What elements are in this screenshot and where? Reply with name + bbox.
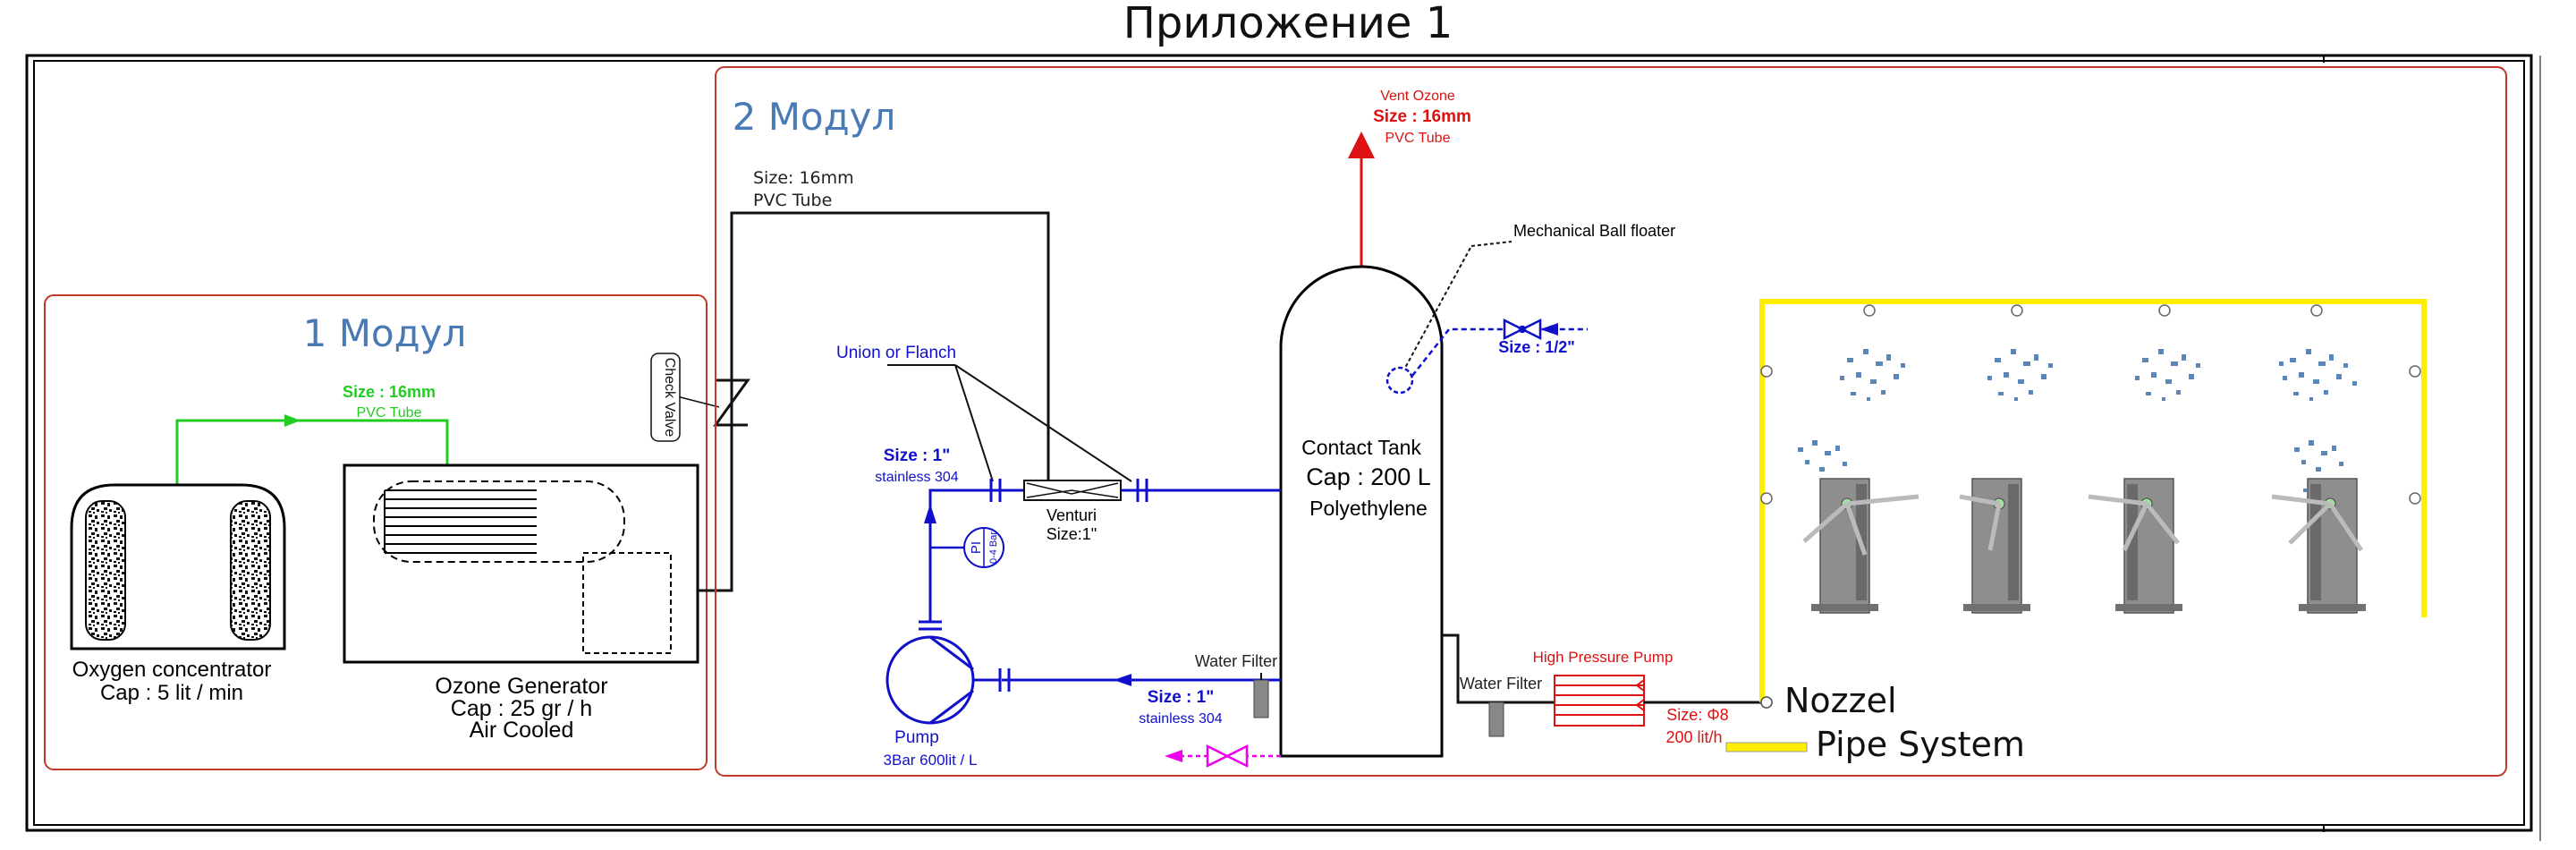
outer-frame xyxy=(25,54,2541,841)
module-1: 1 Модул Size : 16mm PVC Tube Oxygen conc… xyxy=(44,294,708,770)
vent-ozone-tube: PVC Tube xyxy=(1385,131,1451,146)
union-leader-2 xyxy=(954,364,1132,482)
oxygen-label: Oxygen concentrator xyxy=(72,658,272,682)
flanges xyxy=(919,479,1148,692)
legend-nozzel-label: Nozzel xyxy=(1784,681,1897,720)
ozone-cap: Cap : 25 gr / h xyxy=(451,696,592,721)
legend: Nozzel Pipe System xyxy=(1725,681,2025,764)
venturi xyxy=(1023,480,1122,501)
module-1-title: 1 Модул xyxy=(303,311,467,355)
circulation-pump xyxy=(886,635,1000,725)
high-pressure-pump xyxy=(1554,675,1645,727)
turnstile xyxy=(1802,478,1919,614)
turnstile xyxy=(2088,478,2182,614)
hp-size: Size: Φ8 xyxy=(1666,706,1728,724)
tank-label: Contact Tank xyxy=(1301,436,1421,459)
vent-ozone-size: Size : 16mm xyxy=(1373,107,1471,126)
module-2-border xyxy=(715,66,2507,777)
pipe-size: Size : 1" xyxy=(884,446,950,465)
drain-arrow xyxy=(1165,750,1182,762)
water-filter-2 xyxy=(1488,701,1504,737)
pump-spec: 3Bar 600lit / L xyxy=(884,752,978,769)
drain-valve xyxy=(1206,744,1249,769)
green-flow-arrow xyxy=(284,414,301,427)
oxygen-sieve-left xyxy=(85,500,126,641)
page-title: Приложение 1 xyxy=(1123,0,1453,48)
floater-leader-tail xyxy=(1470,241,1513,247)
vent-ozone-label: Vent Ozone xyxy=(1380,89,1455,104)
ozone-cooling: Air Cooled xyxy=(470,718,574,743)
hp-flow: 200 lit/h xyxy=(1665,728,1722,746)
water-inlet-line xyxy=(1411,327,1588,377)
ozone-cell xyxy=(373,480,625,563)
inlet-size: Size : 1/2" xyxy=(1498,338,1575,356)
check-valve-label: Check Valve xyxy=(662,358,677,438)
gauge-label: PI xyxy=(969,541,984,554)
turnstiles xyxy=(1802,478,2366,614)
module-1-border xyxy=(44,294,708,770)
venturi-size: Size:1" xyxy=(1046,525,1097,543)
pipe-material: stainless 304 xyxy=(875,470,958,485)
module-2-tube-type: PVC Tube xyxy=(753,191,832,210)
gauge-range: 0-4 Bar xyxy=(988,531,999,564)
pump-label: Pump xyxy=(894,728,939,747)
turnstile xyxy=(1959,478,2030,614)
floater-label: Mechanical Ball floater xyxy=(1513,222,1675,240)
ozone-generator xyxy=(343,463,699,664)
tank-material: Polyethylene xyxy=(1309,497,1428,520)
mist-sprays xyxy=(1798,349,2357,492)
check-valve-symbol xyxy=(713,378,750,427)
check-valve-label-box: Check Valve xyxy=(650,353,681,442)
legend-nozzel-icon xyxy=(1760,696,1773,709)
outlet-line xyxy=(1442,633,1555,704)
module-2-title: 2 Модул xyxy=(733,95,896,139)
inlet-valve xyxy=(1503,318,1542,341)
suction-arrow xyxy=(1114,674,1131,686)
return-size: Size : 1" xyxy=(1148,688,1214,707)
venturi-label: Venturi xyxy=(1046,506,1097,524)
ball-floater xyxy=(1385,366,1414,395)
return-material: stainless 304 xyxy=(1139,711,1222,727)
hp-pump-label: High Pressure Pump xyxy=(1533,649,1674,666)
water-filter-1-label: Water Filter xyxy=(1195,652,1277,670)
module-2: 2 Модул Size: 16mm PVC Tube Vent Ozone S… xyxy=(715,66,2507,777)
ozone-power-module xyxy=(582,552,672,654)
module-1-tube-type: PVC Tube xyxy=(357,405,422,421)
water-filter-2-label: Water Filter xyxy=(1460,675,1542,693)
discharge-arrow xyxy=(924,504,936,523)
discharge-line xyxy=(928,489,1281,622)
oxygen-cap: Cap : 5 lit / min xyxy=(100,681,243,705)
union-leader-1 xyxy=(954,364,994,482)
ozone-plates xyxy=(384,489,537,554)
union-label: Union or Flanch xyxy=(836,344,956,362)
module-1-tube-size: Size : 16mm xyxy=(343,383,436,401)
water-filter-1 xyxy=(1253,673,1269,718)
legend-pipe-label: Pipe System xyxy=(1816,725,2025,764)
turnstile xyxy=(2271,478,2366,614)
ozone-label: Ozone Generator xyxy=(435,674,607,699)
legend-pipe-icon xyxy=(1725,742,1808,752)
module-2-tube-size: Size: 16mm xyxy=(753,168,854,188)
oxygen-sieve-right xyxy=(230,500,271,641)
inlet-arrow xyxy=(1540,323,1558,336)
tank-cap: Cap : 200 L xyxy=(1306,463,1431,490)
oxygen-concentrator xyxy=(70,483,286,650)
green-pvc-tube xyxy=(175,419,449,485)
